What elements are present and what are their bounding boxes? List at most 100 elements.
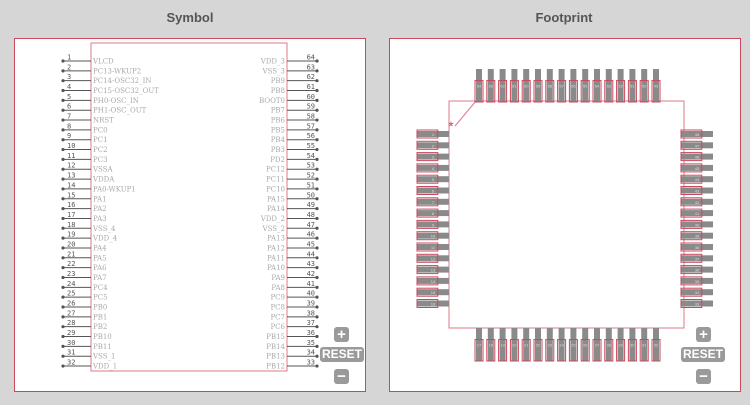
footprint-title: Footprint [535, 10, 593, 25]
symbol-zoom-in-button[interactable]: + [334, 327, 349, 342]
pad-copper [523, 69, 530, 102]
pin-dot [315, 315, 319, 319]
pin-name: PC6 [270, 323, 285, 331]
footprint-canvas[interactable]: *117334921834503193551420365252137536223… [390, 39, 742, 393]
pad-copper [417, 176, 449, 183]
pin-number: 19 [67, 231, 75, 239]
pin-number: 53 [307, 162, 315, 170]
pad: 45 [680, 163, 713, 173]
footprint-reset-button[interactable]: RESET [681, 347, 725, 362]
pad-outline [545, 339, 555, 362]
footprint-zoom-out-button[interactable]: − [696, 369, 711, 384]
pin-number: 41 [307, 280, 315, 288]
pad-outline [416, 287, 439, 297]
pad-number: 9 [432, 222, 435, 227]
pin-name: PB10 [93, 333, 112, 341]
pad-number: 40 [695, 222, 700, 227]
pin-dot [61, 167, 65, 171]
pin-number: 46 [307, 231, 315, 239]
pin-name: PB6 [271, 117, 286, 125]
pad-number: 36 [695, 268, 700, 273]
pad-copper [417, 221, 449, 228]
pad: 44 [680, 174, 713, 184]
pad: 50 [639, 69, 649, 103]
pin-name: NRST [93, 117, 114, 125]
pad: 16 [416, 299, 449, 308]
pin-name: VDD_4 [92, 235, 118, 243]
pad-outline [416, 186, 439, 195]
pad-copper [681, 198, 713, 205]
pad: 2 [416, 140, 449, 150]
pad-outline [416, 219, 439, 229]
pad-number: 51 [630, 84, 635, 89]
pin-name: VLCD [92, 58, 114, 66]
pin-dot [61, 177, 65, 181]
pin-name: PC2 [93, 146, 108, 154]
pad-copper [487, 69, 494, 102]
pad: 52 [616, 69, 626, 103]
pad-copper [417, 244, 449, 250]
pad-number: 38 [695, 245, 700, 250]
pad-outline [557, 80, 567, 103]
pin-number: 40 [307, 290, 315, 298]
pin-name: PA11 [267, 254, 285, 262]
pad: 18 [486, 328, 496, 362]
pad-number: 43 [695, 189, 700, 194]
pin-dot [61, 325, 65, 329]
pad-copper [558, 69, 565, 102]
pad-copper [605, 69, 612, 102]
pin-name: PC15-OSC32_OUT [93, 87, 159, 95]
pad-outline [651, 80, 661, 103]
pin-dot [315, 295, 319, 299]
pad-number: 5 [432, 177, 435, 182]
footprint-zoom-in-button[interactable]: + [696, 327, 711, 342]
pad-copper [499, 69, 506, 102]
pin-dot [315, 98, 319, 102]
pad-outline [604, 339, 614, 362]
pin-name: VSSA [92, 166, 114, 174]
pin-name: PA1 [93, 195, 107, 203]
pad: 53 [604, 69, 614, 103]
pad-copper [681, 232, 713, 239]
pad-outline [680, 197, 703, 207]
pad: 48 [680, 129, 713, 139]
pad: 9 [416, 219, 449, 229]
pin-number: 57 [307, 122, 315, 130]
pin-number: 24 [67, 280, 75, 288]
pad: 28 [604, 328, 614, 362]
pin-name: PA10 [267, 264, 285, 272]
pin-number: 20 [67, 240, 75, 248]
pin-name: VSS_4 [92, 225, 116, 233]
pad-outline [616, 80, 626, 103]
pin-dot [315, 187, 319, 191]
pin-dot [315, 138, 319, 142]
symbol-zoom-out-button[interactable]: − [334, 369, 349, 384]
pad: 49 [651, 69, 661, 103]
pad-outline [580, 339, 590, 362]
pin-dot [315, 325, 319, 329]
pad: 62 [498, 69, 508, 103]
pin-name: PA8 [271, 284, 285, 292]
symbol-reset-button[interactable]: RESET [320, 347, 364, 362]
pin-number: 33 [307, 359, 315, 367]
pin-number: 5 [67, 93, 71, 101]
pad-number: 19 [500, 343, 505, 348]
pin-number: 26 [67, 300, 75, 308]
pad-copper [417, 266, 449, 273]
pad-copper [546, 328, 553, 361]
pin-dot [61, 79, 65, 83]
pin-name: PC0 [93, 126, 108, 134]
pin-number: 63 [307, 63, 315, 71]
pad-copper [681, 255, 713, 262]
pad-outline [498, 80, 508, 103]
pad-outline [521, 80, 531, 103]
pad-copper [605, 328, 612, 361]
pin-dot [61, 315, 65, 319]
pin-number: 35 [307, 339, 315, 347]
pin-number: 44 [307, 250, 315, 258]
pin-number: 47 [307, 221, 315, 229]
pin-dot [315, 79, 319, 83]
